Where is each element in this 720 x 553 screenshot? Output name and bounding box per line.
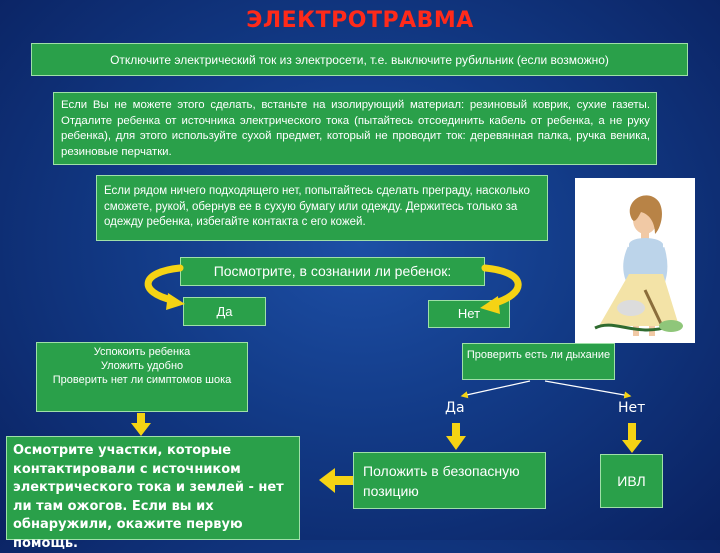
flow-arrows	[131, 178, 695, 493]
step-switch-off: Отключите электрический ток из электросе…	[31, 43, 688, 76]
check-breathing: Проверить есть ли дыхание	[462, 343, 615, 380]
step-isolate: Если Вы не можете этого сделать, встаньт…	[53, 92, 657, 165]
cpr-box: ИВЛ	[600, 454, 663, 508]
step-barrier: Если рядом ничего подходящего нет, попыт…	[96, 175, 548, 241]
arrow-recovery-to-burns	[319, 468, 353, 493]
arrow-breathing-split	[460, 380, 632, 399]
arrow-yes-recovery	[446, 423, 466, 450]
breathing-no-label: Нет	[618, 400, 646, 416]
arrow-yes-down	[131, 413, 151, 436]
breathing-yes-label: Да	[445, 400, 465, 416]
question-conscious: Посмотрите, в сознании ли ребенок:	[180, 257, 485, 286]
arrow-no-cpr	[622, 423, 642, 453]
person-with-broom-separating-cable-icon	[575, 178, 695, 343]
answer-yes: Да	[183, 297, 266, 326]
page-title: ЭЛЕКТРОТРАВМА	[246, 8, 474, 33]
recovery-position: Положить в безопасную позицию	[353, 452, 546, 509]
curved-arrow-left	[144, 264, 185, 310]
yes-action: Успокоить ребенка Уложить удобно Провери…	[36, 342, 248, 412]
check-burns: Осмотрите участки, которые контактировал…	[6, 436, 300, 551]
curved-arrow-right	[480, 264, 522, 314]
